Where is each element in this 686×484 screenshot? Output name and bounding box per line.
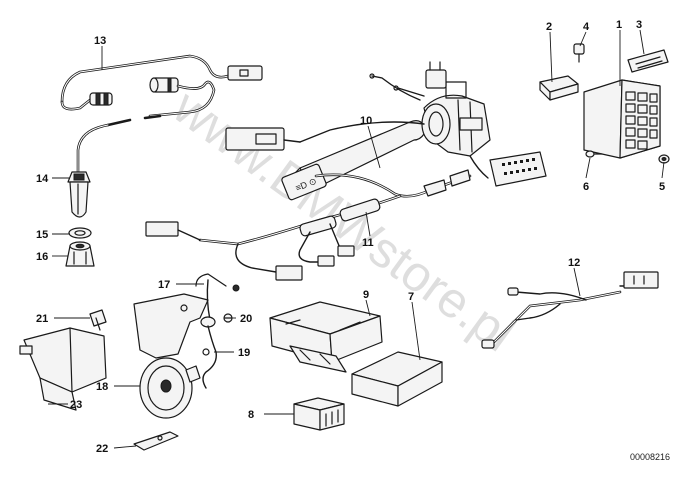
callout-2: 2 xyxy=(546,21,552,33)
callout-1: 1 xyxy=(616,19,622,31)
part-14-bulb-socket xyxy=(67,171,91,218)
callout-17: 17 xyxy=(158,279,170,291)
part-17-mounting-bracket xyxy=(133,273,240,359)
part-5-nut xyxy=(658,154,670,164)
callout-9: 9 xyxy=(363,289,369,301)
part-20-screw xyxy=(223,313,233,323)
part-8-relay xyxy=(293,397,345,431)
callout-22: 22 xyxy=(96,443,108,455)
part-16-socket-holder xyxy=(65,241,95,267)
callout-8: 8 xyxy=(248,409,254,421)
part-21-clip xyxy=(89,309,107,331)
part-6-screw xyxy=(585,150,603,158)
part-15-washer xyxy=(68,227,92,239)
part-3-cover-plate xyxy=(627,49,669,73)
part-23-cover xyxy=(19,327,107,411)
connector-multi-pin xyxy=(489,151,547,187)
callout-3: 3 xyxy=(636,19,642,31)
callout-16: 16 xyxy=(36,251,48,263)
part-11-wiring-harness xyxy=(145,169,472,281)
callout-18: 18 xyxy=(96,381,108,393)
callout-5: 5 xyxy=(659,181,665,193)
callout-15: 15 xyxy=(36,229,48,241)
part-7-module xyxy=(351,351,443,407)
part-10-steering-column-switch: ≡D ⊙ xyxy=(225,61,547,201)
callout-6: 6 xyxy=(583,181,589,193)
part-13-cable-harness xyxy=(60,54,263,174)
callout-20: 20 xyxy=(240,313,252,325)
callout-7: 7 xyxy=(408,291,414,303)
part-12-wiring-harness xyxy=(481,271,659,349)
part-4-clip xyxy=(573,43,585,63)
callout-14: 14 xyxy=(36,173,49,185)
callout-12: 12 xyxy=(568,257,580,269)
part-1-control-unit xyxy=(583,79,661,159)
callout-numbers: 1 2 3 4 5 6 7 8 9 10 11 12 13 14 15 16 1… xyxy=(36,19,665,455)
callout-19: 19 xyxy=(238,347,250,359)
part-19-grommet xyxy=(200,316,217,389)
part-9-bracket xyxy=(269,301,383,373)
part-2-relay xyxy=(539,75,579,101)
callout-13: 13 xyxy=(94,35,106,47)
part-22-bracket xyxy=(133,431,179,451)
callout-4: 4 xyxy=(583,21,590,33)
callout-21: 21 xyxy=(36,313,48,325)
callout-23: 23 xyxy=(70,399,82,411)
part-18-horn xyxy=(139,357,201,419)
callout-11: 11 xyxy=(362,237,374,249)
leader-lines xyxy=(48,29,665,449)
diagram-code: 00008216 xyxy=(630,452,670,462)
callout-10: 10 xyxy=(360,115,372,127)
